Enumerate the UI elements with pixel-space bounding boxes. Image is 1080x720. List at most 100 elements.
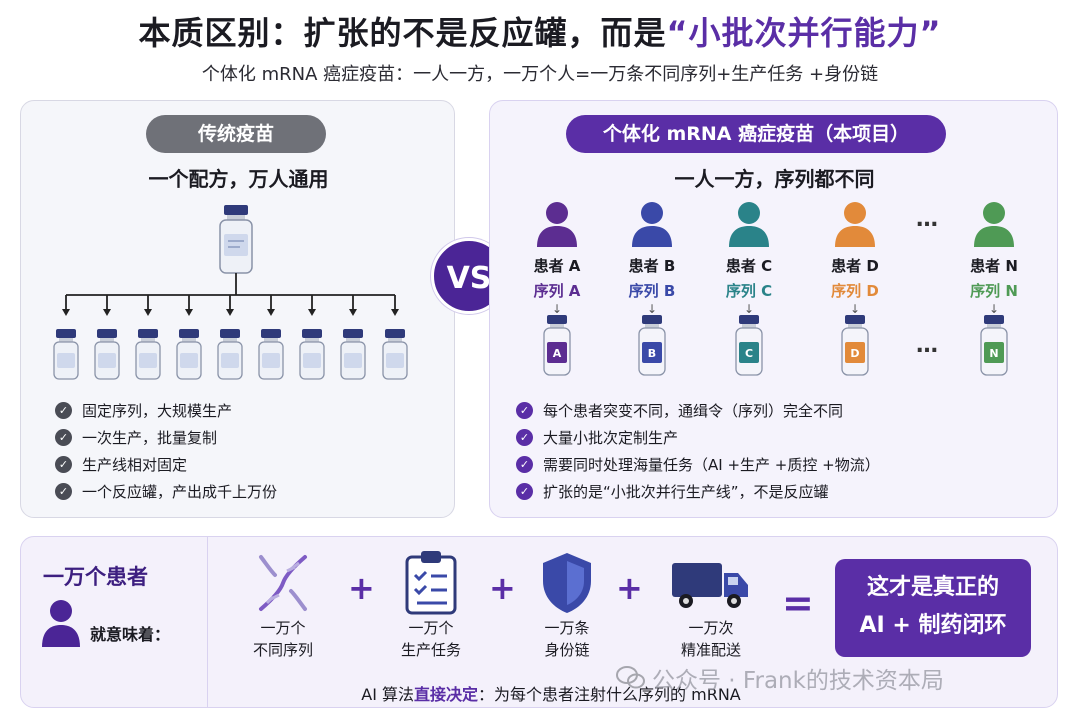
patient-sequence: 序列 C xyxy=(725,282,773,300)
bullet-text: 每个患者突变不同，通缉令（序列）完全不同 xyxy=(543,402,844,420)
traditional-pill: 传统疫苗 xyxy=(146,115,326,153)
arrow-down-icon xyxy=(308,295,316,316)
vial-icon xyxy=(176,329,202,380)
summary-heading: 一万个患者 xyxy=(43,565,148,589)
item-line: 身份链 xyxy=(544,641,590,659)
footer-prefix: AI 算法 xyxy=(361,685,415,704)
arrow-down-icon xyxy=(226,295,234,316)
page-title: 本质区别：扩张的不是反应罐，而是“小批次并行能力” xyxy=(0,8,1080,54)
list-item: ✓ 每个患者突变不同，通缉令（序列）完全不同 xyxy=(516,397,880,424)
footer-suffix: ：为每个患者注射什么序列的 mRNA xyxy=(478,685,741,704)
sequence-vial-icon: N xyxy=(980,315,1008,376)
list-item: ✓ 一个反应罐，产出成千上万份 xyxy=(55,478,277,505)
check-icon: ✓ xyxy=(55,429,72,446)
item-tasks: 一万个生产任务 xyxy=(376,617,486,661)
vial-icon xyxy=(382,329,408,380)
traditional-diagram xyxy=(53,205,408,380)
page-subtitle: 个体化 mRNA 癌症疫苗：一人一方，一万个人=一万条不同序列+生产任务 +身份… xyxy=(201,64,879,85)
title-highlight: “小批次并行能力” xyxy=(666,14,942,52)
truck-icon xyxy=(672,563,748,608)
patient-c: 患者 C 序列 C ↓ C xyxy=(709,201,789,381)
summary-banner: 一万个患者 就意味着： 一万个不同序列 + 一万个生产任务 + 一万条身份链 + xyxy=(20,536,1058,708)
bullet-text: 大量小批次定制生产 xyxy=(543,429,679,447)
plus-sign: + xyxy=(489,569,516,607)
traditional-heading: 一个配方，万人通用 xyxy=(148,167,329,191)
result-line: AI + 制药闭环 xyxy=(859,613,1007,638)
patient-b: 患者 B 序列 B ↓ B xyxy=(612,201,692,381)
patient-name: 患者 N xyxy=(970,257,1018,275)
vial-icon xyxy=(217,329,243,380)
item-line: 一万次 xyxy=(688,619,734,637)
person-icon xyxy=(42,600,80,647)
arrow-down-icon: ↓ xyxy=(646,302,658,316)
bullet-text: 一个反应罐，产出成千上万份 xyxy=(82,483,278,501)
check-icon: ✓ xyxy=(55,483,72,500)
patient-name: 患者 D xyxy=(831,257,879,275)
arrow-down-icon xyxy=(103,295,111,316)
bullet-text: 生产线相对固定 xyxy=(82,456,188,474)
person-icon xyxy=(835,202,875,247)
svg-text:C: C xyxy=(745,347,753,360)
svg-text:N: N xyxy=(989,347,998,360)
summary-means: 就意味着： xyxy=(90,625,171,644)
small-vials-row xyxy=(53,295,408,380)
list-item: ✓扩张的是“小批次并行生产线”，不是反应罐 xyxy=(516,478,880,505)
item-line: 一万条 xyxy=(544,619,590,637)
sequence-vial-icon: C xyxy=(735,315,763,376)
check-icon: ✓ xyxy=(516,456,533,473)
item-line: 一万个 xyxy=(408,619,454,637)
vial-icon xyxy=(94,329,120,380)
ellipsis-bottom: … xyxy=(916,333,938,358)
arrow-down-icon: ↓ xyxy=(849,302,861,316)
vial-icon xyxy=(299,329,325,380)
ellipsis-top: … xyxy=(916,207,938,232)
person-icon xyxy=(632,202,672,247)
patient-name: 患者 A xyxy=(533,257,581,275)
item-delivery: 一万次精准配送 xyxy=(656,617,766,661)
patient-sequence: 序列 A xyxy=(533,282,581,300)
title-main: 本质区别：扩张的不是反应罐，而是 xyxy=(138,14,667,52)
arrow-down-icon xyxy=(185,295,193,316)
bullet-text: 一次生产，批量复制 xyxy=(82,429,218,447)
vial-icon xyxy=(258,329,284,380)
patient-a: 患者 A 序列 A ↓ A xyxy=(517,201,597,381)
check-icon: ✓ xyxy=(55,456,72,473)
item-line: 生产任务 xyxy=(400,641,461,659)
check-icon: ✓ xyxy=(516,429,533,446)
patient-n: 患者 N 序列 N ↓ N xyxy=(954,201,1034,381)
arrow-down-icon xyxy=(391,295,399,316)
patient-name: 患者 C xyxy=(725,257,773,275)
item-line: 一万个 xyxy=(260,619,306,637)
arrow-down-icon: ↓ xyxy=(551,302,563,316)
check-icon: ✓ xyxy=(516,402,533,419)
person-icon xyxy=(537,202,577,247)
list-item: ✓ 一次生产，批量复制 xyxy=(55,424,277,451)
footer-emphasis: 直接决定 xyxy=(414,685,479,704)
svg-text:D: D xyxy=(850,347,859,360)
list-item: ✓ 生产线相对固定 xyxy=(55,451,277,478)
patient-sequence: 序列 B xyxy=(628,282,676,300)
vial-icon xyxy=(53,329,79,380)
item-sequences: 一万个不同序列 xyxy=(228,617,338,661)
arrow-down-icon xyxy=(62,295,70,316)
list-item: ✓需要同时处理海量任务（AI +生产 +质控 +物流） xyxy=(516,451,880,478)
patient-d: 患者 D 序列 D ↓ D xyxy=(815,201,895,381)
person-icon xyxy=(974,202,1014,247)
dna-icon xyxy=(259,555,307,611)
sequence-vial-icon: B xyxy=(638,315,666,376)
master-vial-icon xyxy=(219,205,253,274)
plus-sign: + xyxy=(348,569,375,607)
sequence-vial-icon: D xyxy=(841,315,869,376)
wechat-icon xyxy=(616,666,645,689)
svg-text:B: B xyxy=(648,347,656,360)
sequence-vial-icon: A xyxy=(543,315,571,376)
arrow-down-icon xyxy=(349,295,357,316)
personalized-heading: 一人一方，序列都不同 xyxy=(674,167,875,191)
item-line: 精准配送 xyxy=(680,641,741,659)
person-icon xyxy=(729,202,769,247)
item-identity: 一万条身份链 xyxy=(512,617,622,661)
watermark-text: 公众号 · Frank的技术资本局 xyxy=(652,668,944,694)
personalized-panel: 个体化 mRNA 癌症疫苗（本项目） 一人一方，序列都不同 患者 A 序列 A … xyxy=(489,100,1058,518)
plus-sign: + xyxy=(616,569,643,607)
arrow-down-icon: ↓ xyxy=(988,302,1000,316)
